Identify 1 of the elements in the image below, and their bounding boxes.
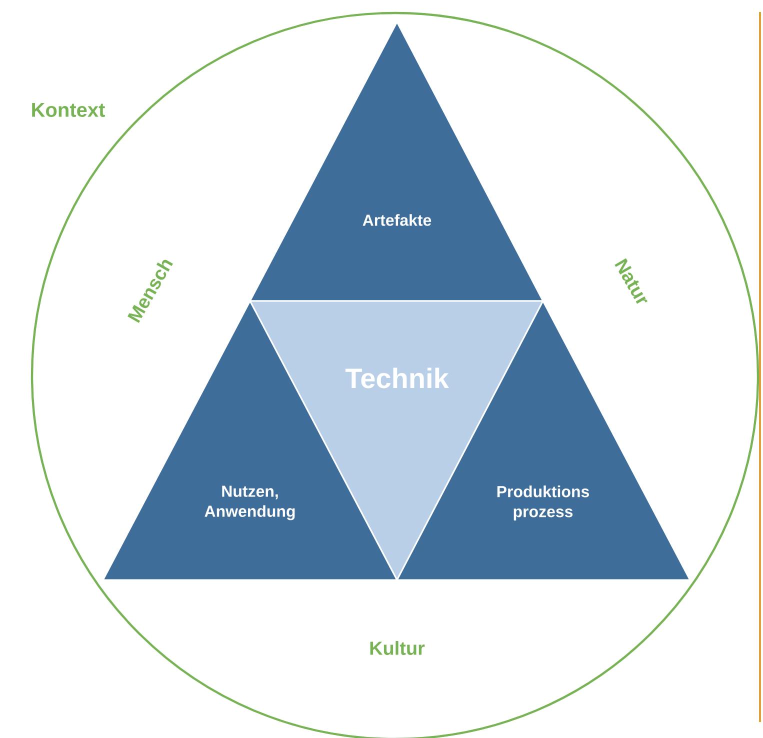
side-label: Kultur bbox=[370, 641, 425, 655]
